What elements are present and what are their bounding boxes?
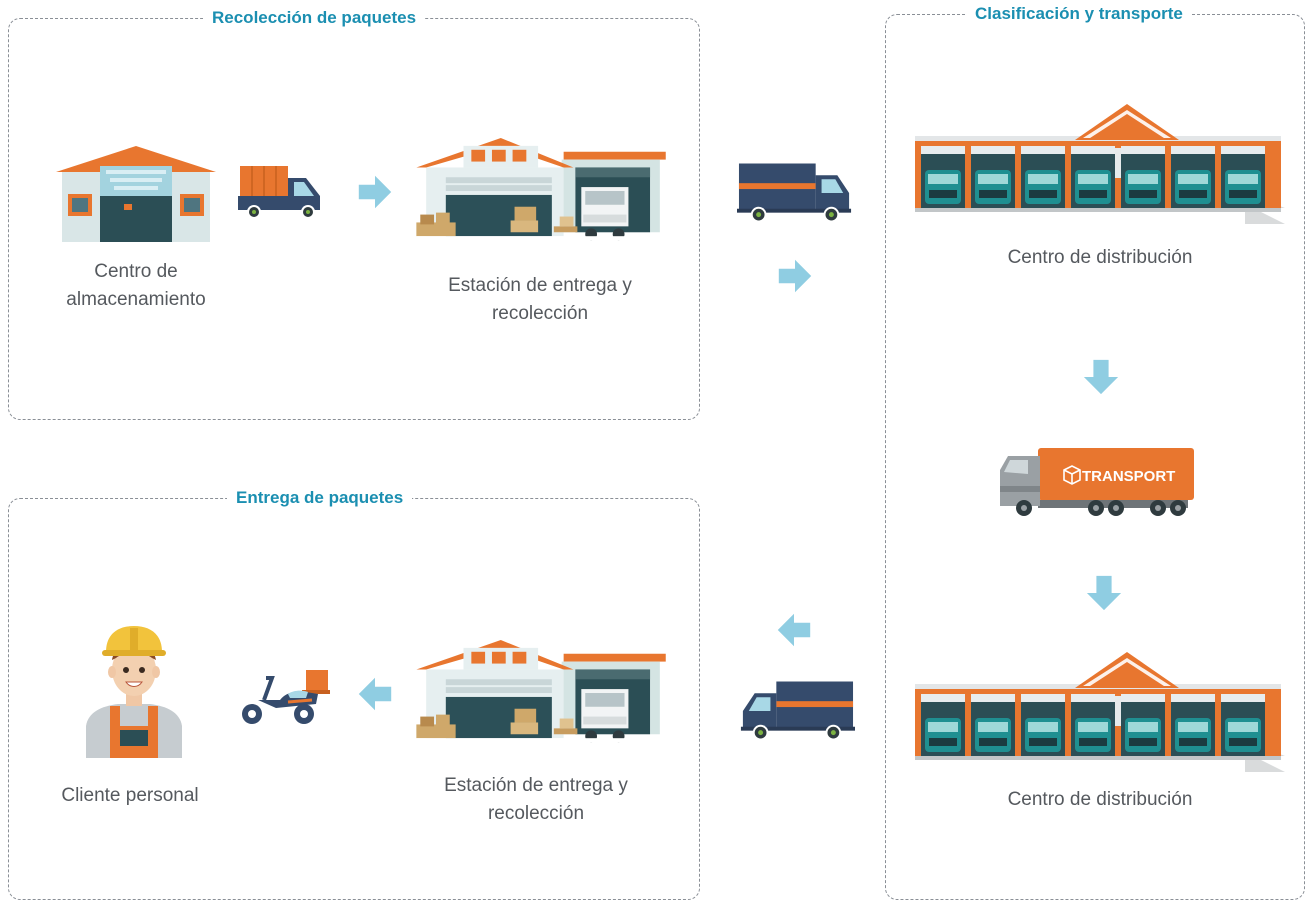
pickup-truck-icon (238, 166, 320, 219)
transport-truck-icon: TRANSPORT (1000, 448, 1194, 516)
pickup-section-title: Recolección de paquetes (203, 7, 426, 29)
distribution-bottom-label: Centro de distribución (1007, 789, 1193, 810)
navy-truck-icon (737, 678, 855, 744)
station-icon (416, 138, 672, 246)
distribution-top-label: Centro de distribución (1007, 247, 1193, 268)
station-bottom-label: Estación de entrega y recolección (444, 775, 628, 824)
transport-truck-text: TRANSPORT (1082, 468, 1175, 485)
arrow-down-icon (1085, 574, 1123, 612)
personal-client-label: Cliente personal (61, 785, 199, 806)
station-icon (416, 640, 672, 748)
distribution-center-icon (915, 652, 1285, 772)
delivery-section-title: Entrega de paquetes (227, 487, 413, 509)
storage-center-label: Centro de almacenamiento (66, 261, 206, 310)
arrow-right-icon (357, 174, 393, 210)
arrow-down-icon (1082, 358, 1120, 396)
arrow-left-icon (776, 612, 812, 648)
distribution-center-icon (915, 104, 1285, 224)
worker-icon (86, 626, 182, 758)
station-top-label: Estación de entrega y recolección (448, 275, 632, 324)
arrow-left-icon (357, 676, 393, 712)
scooter-icon (242, 670, 330, 724)
warehouse-icon (56, 146, 216, 242)
navy-truck-icon (737, 160, 855, 226)
pickup-section: Recolección de paquetes (8, 7, 700, 420)
arrow-right-icon (777, 258, 813, 294)
sorting-section-title: Clasificación y transporte (966, 3, 1192, 25)
